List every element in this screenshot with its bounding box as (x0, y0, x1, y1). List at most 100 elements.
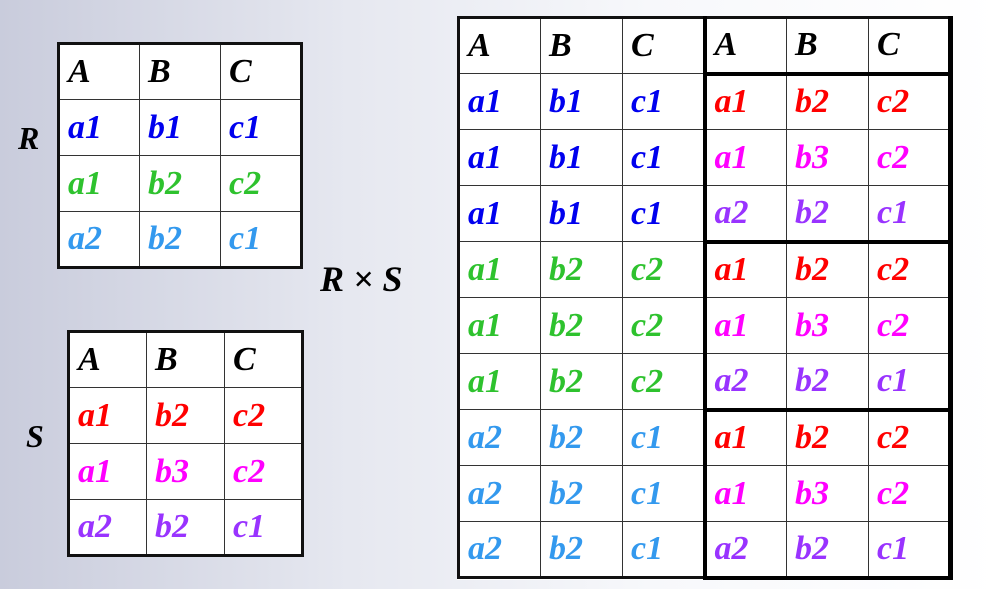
header-cell: A (458, 17, 541, 74)
table-cell: c2 (224, 443, 303, 500)
table-cell: c1 (622, 409, 705, 466)
table-cell: b3 (786, 297, 869, 354)
table-cell: c1 (220, 211, 302, 268)
table-cell: b2 (540, 465, 623, 522)
table-cell: c2 (220, 155, 302, 212)
header-cell: A (702, 17, 787, 74)
table-cell: b3 (786, 129, 869, 186)
table-cell: a1 (702, 407, 787, 466)
table-cell: a1 (458, 73, 541, 130)
table-cell: a2 (58, 211, 140, 268)
table-cell: b2 (540, 521, 623, 578)
table-cell: c1 (220, 99, 302, 156)
table-cell: a1 (68, 443, 147, 500)
table-cell: b3 (146, 443, 225, 500)
header-cell: B (146, 331, 225, 388)
table-cell: b2 (139, 155, 221, 212)
header-cell: A (68, 331, 147, 388)
relation-r-label: R (18, 120, 40, 156)
table-cell: a2 (458, 409, 541, 466)
table-cell: a2 (68, 499, 147, 556)
table-cell: c1 (868, 185, 953, 244)
table-cell: c2 (868, 407, 953, 466)
table-cell: c1 (622, 521, 705, 578)
table-cell: a1 (458, 297, 541, 354)
table-cell: a1 (458, 241, 541, 298)
table-cell: b1 (540, 185, 623, 242)
table-cell: a2 (702, 185, 787, 244)
table-cell: c1 (868, 521, 953, 580)
header-cell: C (220, 43, 302, 100)
table-cell: a1 (702, 297, 787, 354)
relation-s-label: S (26, 418, 44, 454)
table-cell: b2 (786, 239, 869, 298)
table-cell: a1 (702, 129, 787, 186)
header-cell: C (868, 17, 953, 74)
table-cell: b2 (540, 241, 623, 298)
table-cell: b2 (146, 387, 225, 444)
table-cell: a2 (458, 521, 541, 578)
table-cell: a1 (702, 239, 787, 298)
table-cell: c1 (622, 465, 705, 522)
table-cell: b1 (540, 129, 623, 186)
table-cell: b2 (146, 499, 225, 556)
header-cell: B (139, 43, 221, 100)
table-cell: b2 (786, 521, 869, 580)
table-cell: c1 (224, 499, 303, 556)
table-cell: b2 (786, 185, 869, 244)
header-cell: C (224, 331, 303, 388)
table-cell: a2 (702, 521, 787, 580)
table-cell: c2 (224, 387, 303, 444)
header-cell: A (58, 43, 140, 100)
table-cell: c1 (622, 129, 705, 186)
table-cell: b2 (786, 353, 869, 412)
table-cell: a1 (58, 99, 140, 156)
table-cell: c1 (622, 73, 705, 130)
table-cell: c1 (868, 353, 953, 412)
table-cell: c2 (622, 297, 705, 354)
table-cell: c2 (868, 465, 953, 522)
header-cell: B (540, 17, 623, 74)
table-cell: c2 (868, 297, 953, 354)
table-cell: c2 (622, 241, 705, 298)
table-cell: a1 (458, 353, 541, 410)
header-cell: B (786, 17, 869, 74)
header-cell: C (622, 17, 705, 74)
table-cell: b2 (786, 71, 869, 130)
table-cell: b2 (540, 297, 623, 354)
table-cell: a2 (702, 353, 787, 412)
table-cell: b2 (540, 409, 623, 466)
product-label: R × S (320, 259, 403, 299)
table-cell: b1 (540, 73, 623, 130)
table-cell: b3 (786, 465, 869, 522)
table-cell: a1 (458, 129, 541, 186)
table-cell: c2 (868, 239, 953, 298)
table-cell: a1 (58, 155, 140, 212)
table-cell: b1 (139, 99, 221, 156)
table-cell: a1 (702, 71, 787, 130)
table-cell: b2 (540, 353, 623, 410)
table-cell: c2 (868, 129, 953, 186)
table-cell: b2 (786, 407, 869, 466)
